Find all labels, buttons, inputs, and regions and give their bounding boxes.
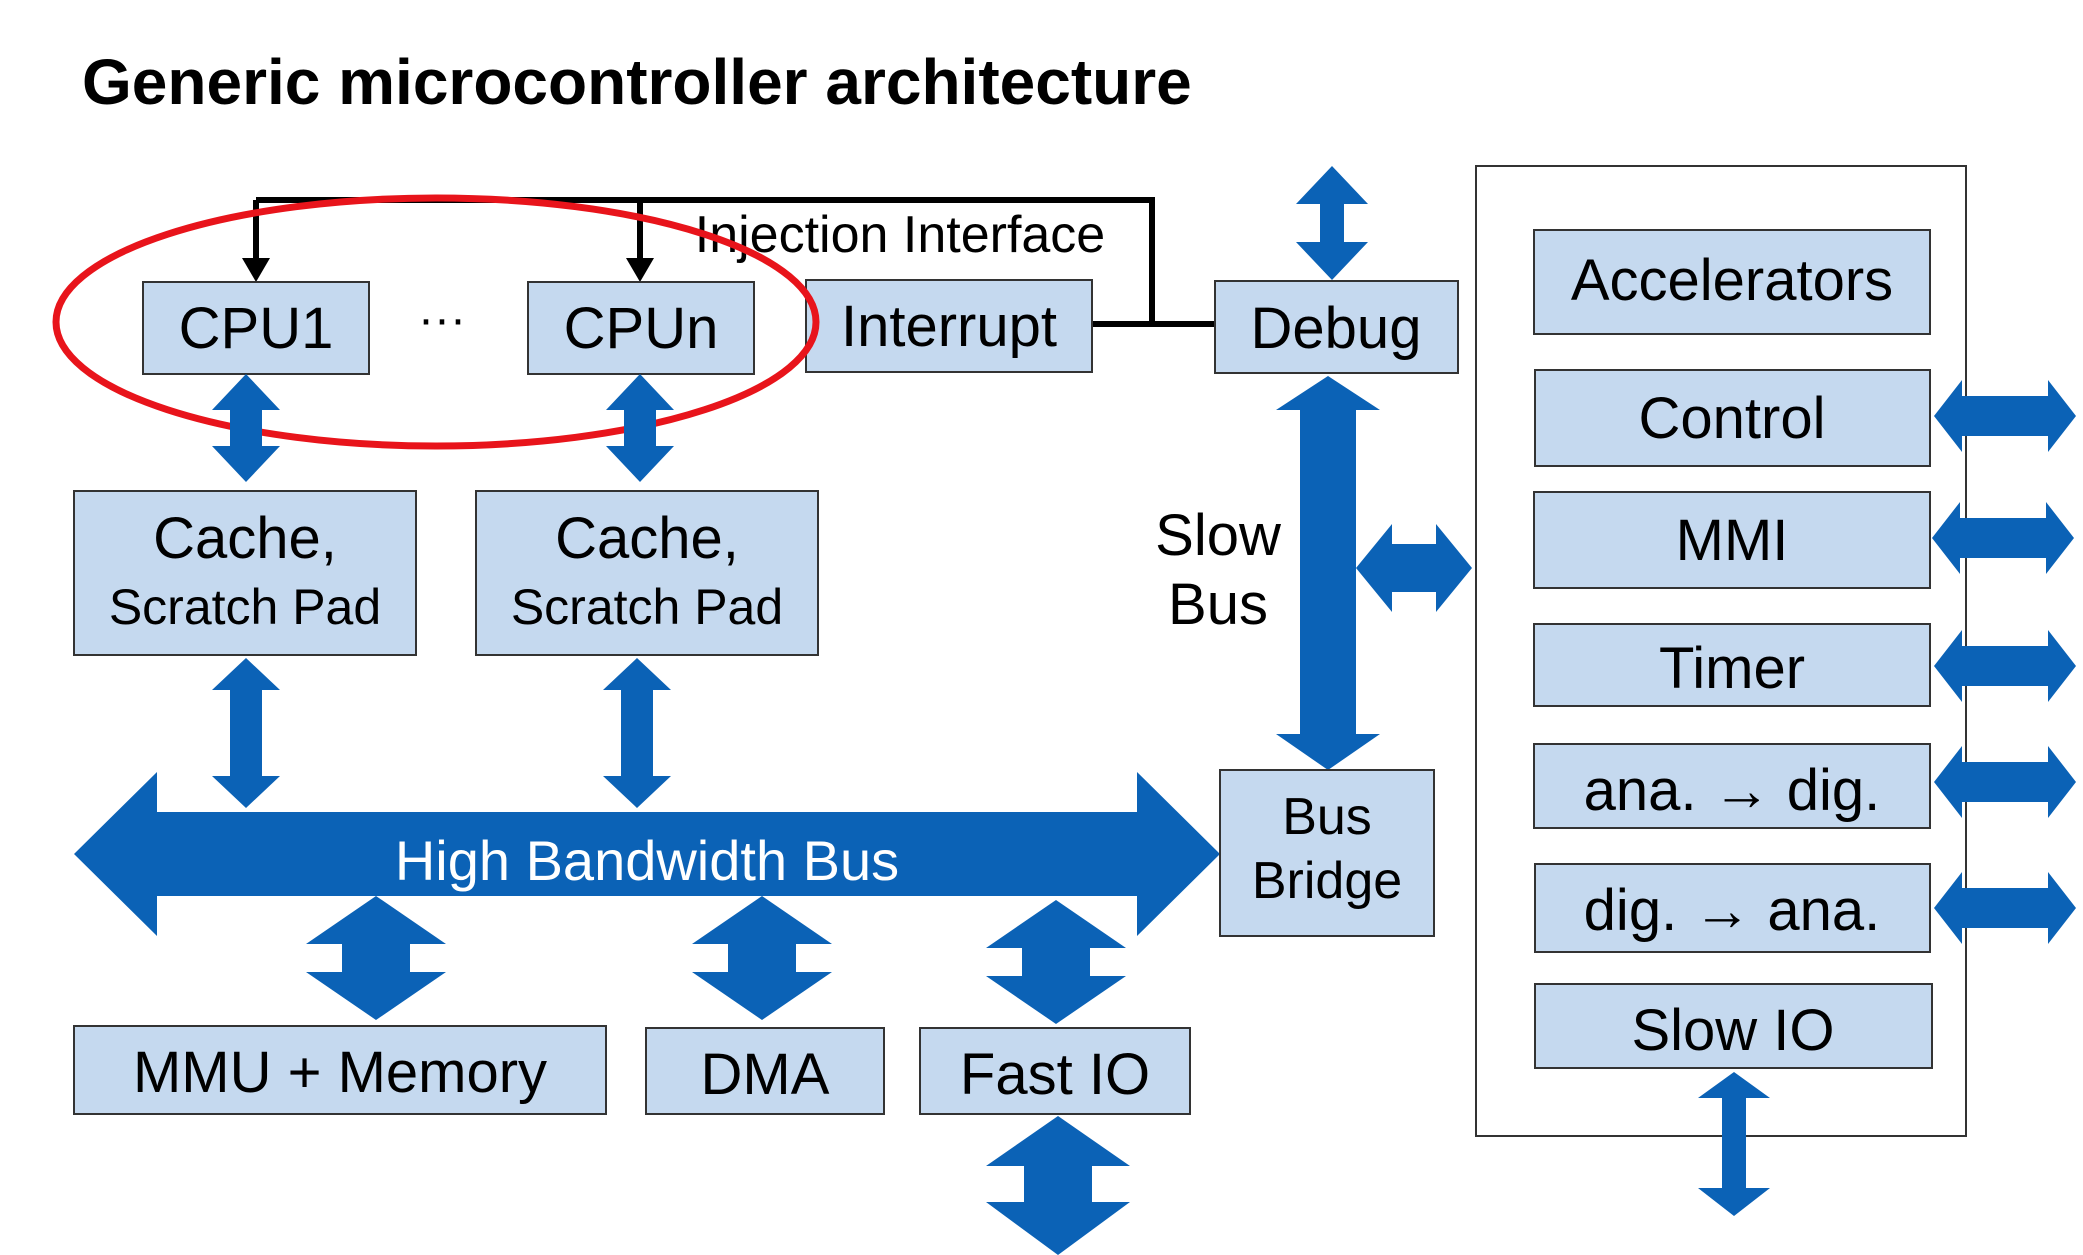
slow-bus bbox=[1276, 376, 1380, 770]
peripheral-accelerators bbox=[1533, 229, 1931, 335]
fast-io-label: Fast IO bbox=[960, 1042, 1150, 1107]
slow-bus-peripheral-arrow bbox=[1356, 524, 1472, 612]
cache-1-line2: Scratch Pad bbox=[109, 579, 381, 635]
peripheral-slow-io bbox=[1534, 983, 1933, 1069]
cpun-injection-arrowhead bbox=[626, 258, 654, 282]
cache-2-line2: Scratch Pad bbox=[511, 579, 783, 635]
dma-block bbox=[645, 1027, 885, 1115]
debug-block bbox=[1214, 280, 1459, 374]
cpu1-injection-arrowhead bbox=[242, 258, 270, 282]
peripheral-dac bbox=[1534, 863, 1931, 953]
peripheral-accelerators-label: Accelerators bbox=[1571, 248, 1893, 313]
peripheral-mmi bbox=[1533, 491, 1931, 589]
dac-external-arrow bbox=[1934, 872, 2076, 944]
peripheral-timer bbox=[1533, 623, 1931, 707]
cpu1-label: CPU1 bbox=[179, 296, 334, 361]
peripheral-slow-io-label: Slow IO bbox=[1631, 998, 1834, 1063]
bus-bridge-block bbox=[1219, 769, 1435, 937]
fastio-external-arrow bbox=[986, 1116, 1130, 1255]
mmu-memory-label: MMU + Memory bbox=[133, 1040, 547, 1105]
interrupt-block bbox=[805, 279, 1093, 373]
slow-io-external-arrow bbox=[1698, 1072, 1770, 1216]
cache2-bus-arrow bbox=[603, 658, 671, 808]
cache-block-1 bbox=[73, 490, 417, 656]
cpu-highlight-ellipse bbox=[52, 194, 820, 450]
peripheral-adc-label: ana. → dig. bbox=[1584, 758, 1881, 823]
peripheral-mmi-label: MMI bbox=[1676, 508, 1789, 573]
bus-mmu-arrow bbox=[306, 896, 446, 1020]
peripheral-control bbox=[1534, 369, 1931, 467]
mmi-external-arrow bbox=[1932, 502, 2074, 574]
cpun-cache-arrow bbox=[606, 374, 674, 482]
dma-label: DMA bbox=[701, 1042, 830, 1107]
interrupt-label: Interrupt bbox=[841, 294, 1057, 359]
cpu1-cache-arrow bbox=[212, 374, 280, 482]
cpu-ellipsis: ··· bbox=[418, 293, 466, 346]
timer-external-arrow bbox=[1934, 630, 2076, 702]
peripheral-dac-label: dig. → ana. bbox=[1584, 878, 1881, 943]
bus-bridge-line1: Bus bbox=[1282, 788, 1372, 846]
adc-external-arrow bbox=[1934, 746, 2076, 818]
cpu1-block bbox=[142, 281, 370, 375]
cpun-label: CPUn bbox=[564, 296, 719, 361]
bus-bridge-line2: Bridge bbox=[1252, 852, 1402, 910]
cache-2-line1: Cache, bbox=[555, 506, 739, 571]
high-bandwidth-bus-label: High Bandwidth Bus bbox=[395, 829, 899, 892]
fast-io-block bbox=[919, 1027, 1191, 1115]
bus-fastio-arrow bbox=[986, 900, 1126, 1024]
peripheral-control-label: Control bbox=[1639, 386, 1826, 451]
high-bandwidth-bus bbox=[74, 772, 1220, 936]
peripheral-adc bbox=[1533, 743, 1931, 829]
mmu-memory-block bbox=[73, 1025, 607, 1115]
control-external-arrow bbox=[1934, 380, 2076, 452]
cache-block-2 bbox=[475, 490, 819, 656]
peripheral-timer-label: Timer bbox=[1659, 636, 1805, 701]
slow-bus-label-line1: Slow bbox=[1155, 503, 1282, 568]
page-title: Generic microcontroller architecture bbox=[82, 46, 1192, 118]
slow-bus-label-line2: Bus bbox=[1168, 572, 1268, 637]
debug-external-arrow bbox=[1296, 166, 1368, 280]
cpun-block bbox=[527, 281, 755, 375]
injection-interface-label: Injection Interface bbox=[695, 206, 1105, 264]
cache1-bus-arrow bbox=[212, 658, 280, 808]
cache-1-line1: Cache, bbox=[153, 506, 337, 571]
bus-dma-arrow bbox=[692, 896, 832, 1020]
debug-label: Debug bbox=[1251, 296, 1422, 361]
